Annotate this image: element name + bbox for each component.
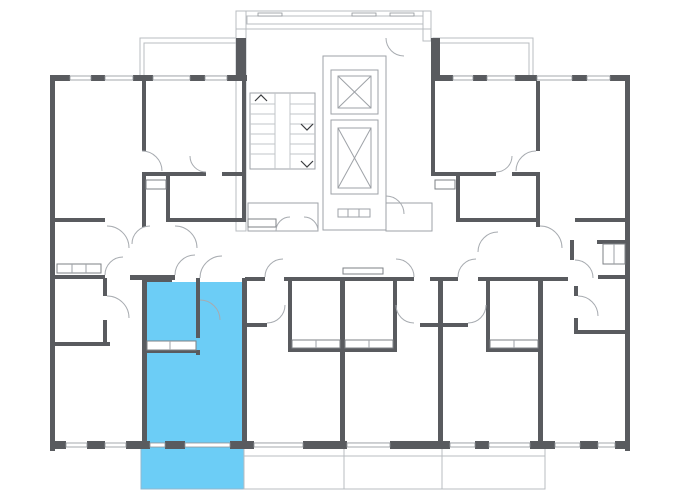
stair-down-arrow-icon-2 [300,160,314,168]
balconies [243,442,546,490]
core-outlines [139,10,534,232]
doors [104,37,599,324]
fixtures [56,179,626,351]
walls [50,38,630,451]
stair-down-arrow-icon [300,123,314,131]
selected-apartment-balcony-outline [140,442,245,490]
selected-apartment-room[interactable] [147,282,242,443]
windows [65,12,616,448]
staircase [249,92,316,170]
stair-up-arrow-icon [254,94,268,102]
selected-apartment[interactable] [140,282,245,490]
